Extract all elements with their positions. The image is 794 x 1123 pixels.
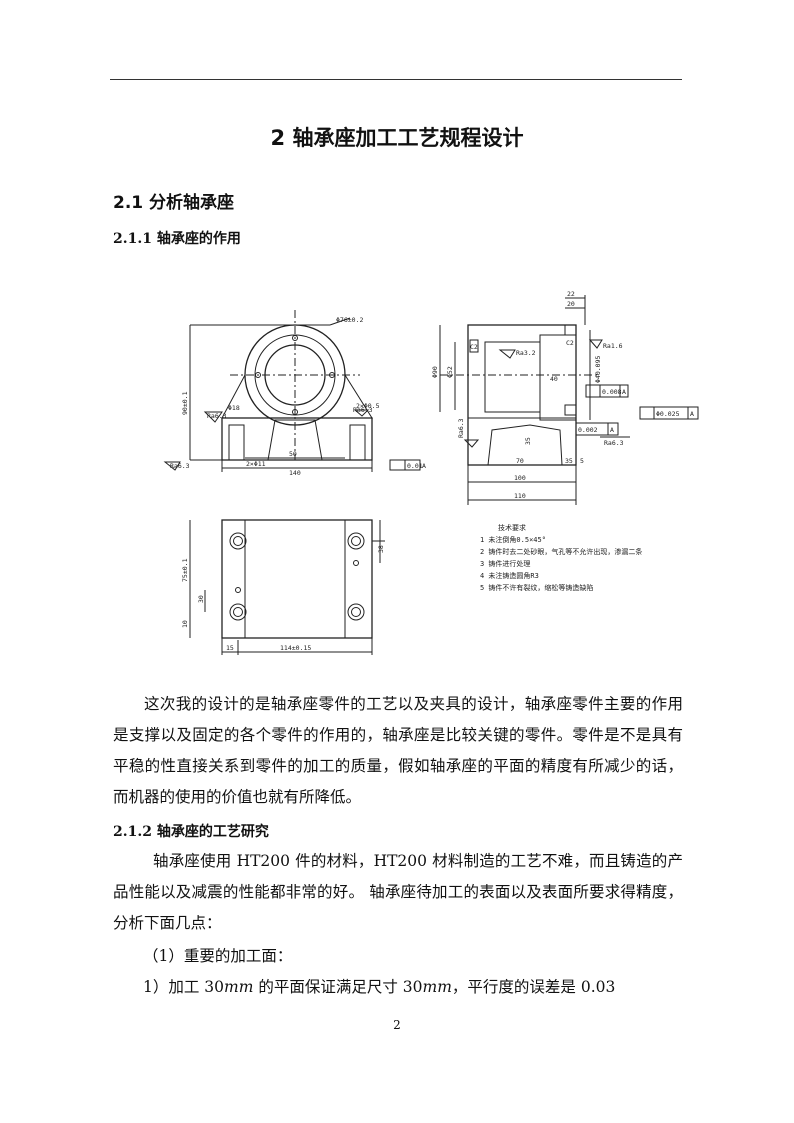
- tolerance-side-2: Φ0.025: [656, 410, 680, 418]
- unit-mm-1: mm: [224, 978, 254, 996]
- dim-top-d5: 15: [226, 644, 234, 652]
- dim-front-d8: 50: [289, 450, 297, 458]
- dim-side-d10: 40: [550, 375, 558, 383]
- tech-note-5: 5 铸件不许有裂纹，缩松等铸造缺陷: [480, 583, 593, 592]
- dim-side-d22: 5: [580, 457, 584, 465]
- roughness-side-2: Ra1.6: [603, 342, 623, 350]
- roughness-front-3: Ra6.3: [353, 406, 373, 414]
- list-item-important-surfaces: （1）重要的加工面：: [143, 947, 293, 965]
- section-title: 2.1 分析轴承座: [113, 193, 235, 213]
- bearing-seat-drawing: Φ76±0.2 Φ18 Ra6.3 Ra6.3 2×Φ0.5 90±0.1 2×…: [163, 290, 699, 655]
- subsection-title-function: 2.1.1 轴承座的作用: [113, 231, 241, 247]
- roughness-front-2: Ra6.3: [170, 462, 190, 470]
- dim-front-d5: 2×Φ0.5: [356, 402, 380, 410]
- tolerance-side-1: 0.008: [602, 388, 622, 396]
- chamfer-side-1: C2: [470, 343, 478, 351]
- dim-top-d4: 38: [377, 545, 385, 553]
- page-number: 2: [393, 1018, 401, 1032]
- subsection-title-process: 2.1.2 轴承座的工艺研究: [113, 824, 269, 840]
- item-part-5: ，平行度的误差是 0.03: [451, 978, 616, 996]
- dim-side-d7: Φ90: [431, 366, 439, 378]
- tech-notes-title: 技术要求: [498, 523, 526, 532]
- dim-front-d1: Φ76±0.2: [336, 316, 363, 324]
- roughness-side-1: Ra3.2: [516, 349, 536, 357]
- item-part-3: 的平面保证满足尺寸 30: [253, 978, 423, 996]
- datum-side-1: A: [622, 388, 626, 396]
- roughness-side-3: Ra6.3: [457, 418, 465, 438]
- dim-side-d23: 100: [514, 474, 526, 482]
- dim-top-d3: 10: [181, 620, 189, 628]
- datum-front: A: [422, 462, 426, 470]
- dim-side-d19: 35: [524, 437, 532, 445]
- dim-top-d6: 114±0.15: [280, 644, 311, 652]
- dim-side-d9: Φ40.095: [594, 356, 602, 383]
- dim-front-d9: 140: [289, 469, 301, 477]
- datum-side-3: A: [610, 426, 614, 434]
- dim-front-d2: Φ18: [228, 404, 240, 412]
- dim-side-d20: 70: [516, 457, 524, 465]
- chapter-title: 2 轴承座加工工艺规程设计: [270, 126, 524, 150]
- tolerance-side-3: 0.002: [578, 426, 598, 434]
- dim-side-d21: 35: [565, 457, 573, 465]
- roughness-side-4: Ra6.3: [604, 439, 624, 447]
- tech-note-1: 1 未注倒角0.5×45°: [480, 535, 546, 544]
- tech-note-2: 2 铸件时去二处砂眼，气孔等不允许出现，渗漏二条: [480, 547, 642, 556]
- dim-front-d7: 2×Φ11: [246, 460, 266, 468]
- tech-note-3: 3 铸件进行处理: [480, 559, 530, 568]
- dim-top-d2: 30: [197, 595, 205, 603]
- chamfer-side-2: C2: [566, 339, 574, 347]
- header-rule: [110, 79, 682, 80]
- list-item-machining-30mm: 1）加工 30mm 的平面保证满足尺寸 30mm，平行度的误差是 0.03: [143, 975, 615, 997]
- tech-note-4: 4 未注铸造圆角R3: [480, 571, 539, 580]
- dim-front-d6: 90±0.1: [181, 391, 189, 415]
- unit-mm-2: mm: [422, 978, 452, 996]
- dim-side-d2: 20: [567, 300, 575, 308]
- dim-side-d24: 110: [514, 492, 526, 500]
- dim-top-d1: 75±0.1: [181, 558, 189, 582]
- dim-side-d1: 22: [567, 290, 575, 298]
- dim-side-d8: Φ52: [446, 366, 454, 378]
- paragraph-function: 这次我的设计的是轴承座零件的工艺以及夹具的设计，轴承座零件主要的作用是支撑以及固…: [113, 695, 683, 806]
- tolerance-front-value: 0.01: [407, 462, 423, 470]
- datum-side-2: A: [690, 410, 694, 418]
- roughness-front-1: Ra6.3: [207, 412, 227, 420]
- item-part-1: 1）加工 30: [143, 978, 225, 996]
- paragraph-process: 轴承座使用 HT200 件的材料，HT200 材料制造的工艺不难，而且铸造的产品…: [113, 852, 683, 932]
